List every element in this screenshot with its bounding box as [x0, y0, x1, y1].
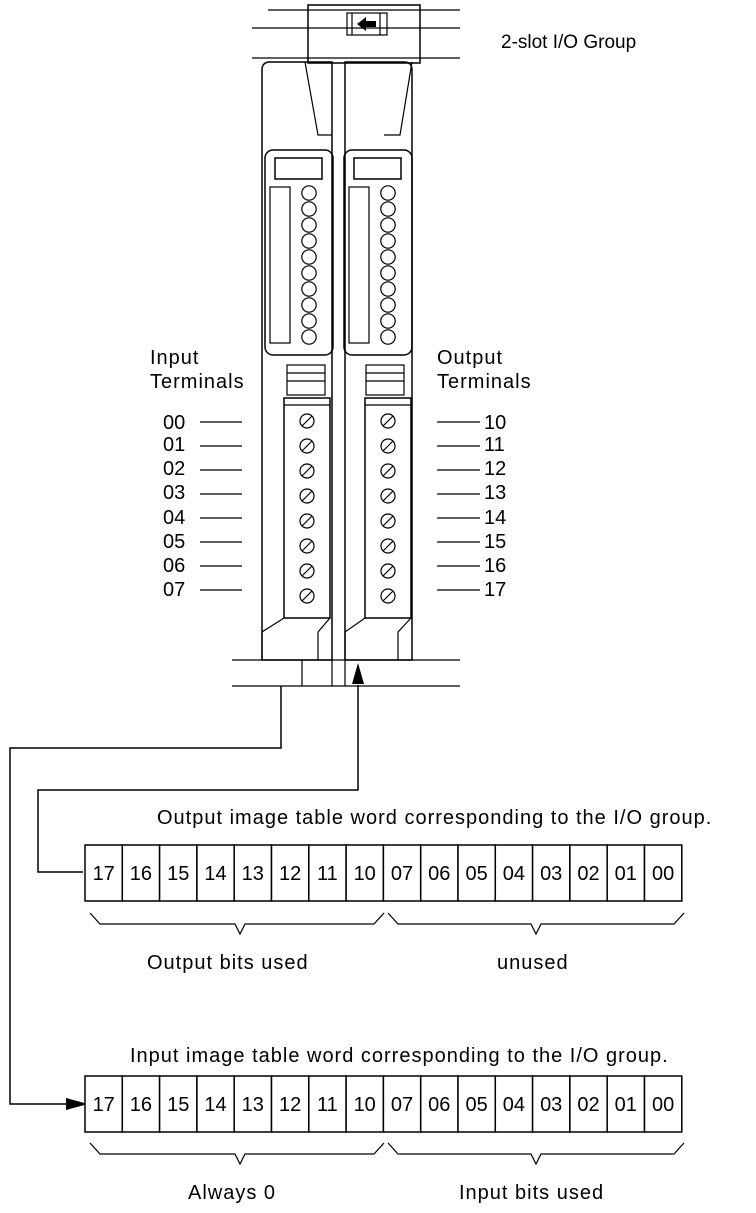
input-bit-label: 05	[465, 1094, 487, 1116]
output-bit-label: 05	[465, 863, 487, 885]
output-bit-cell	[569, 844, 608, 902]
up-arrow-icon	[352, 663, 364, 684]
terminal-screws-left	[299, 413, 315, 604]
output-leader-lines	[437, 421, 480, 591]
chassis-drawing	[232, 4, 460, 687]
input-leader-lines	[200, 421, 242, 591]
input-image-table: 17 16 15 14 13 12 11 10 07 06 05 04 03 02 01 00	[84, 1075, 683, 1133]
input-bit-cell	[531, 1075, 571, 1133]
output-terminal-label: 17	[484, 579, 506, 601]
output-bit-label: 15	[167, 863, 189, 885]
output-terminal-label: 13	[484, 482, 506, 504]
status-led-column-right	[380, 185, 396, 345]
input-table-title: Input image table word corresponding to …	[130, 1045, 669, 1067]
input-terminals-heading-line1: Input	[150, 347, 199, 369]
output-bit-label: 13	[242, 863, 264, 885]
output-terminal-label: 10	[484, 412, 506, 434]
input-bit-label: 06	[428, 1094, 450, 1116]
output-bit-cell	[606, 844, 646, 902]
output-bit-cell	[643, 844, 683, 902]
output-bit-label: 11	[317, 863, 338, 885]
connector-latch-icon	[346, 12, 388, 36]
terminal-screws-right	[380, 413, 396, 604]
input-bit-label: 02	[577, 1094, 599, 1116]
output-terminal-label: 15	[484, 531, 506, 553]
output-bit-label: 01	[615, 863, 637, 885]
input-bit-label: 00	[652, 1094, 674, 1116]
input-terminal-label: 00	[163, 412, 185, 434]
input-terminal-label: 04	[163, 507, 185, 529]
output-bit-label: 03	[540, 863, 562, 885]
input-bit-cell	[270, 1075, 310, 1133]
output-terminal-label: 14	[484, 507, 506, 529]
output-table-title: Output image table word corresponding to…	[157, 807, 712, 829]
output-braces	[89, 912, 685, 936]
output-bit-label: 16	[130, 863, 152, 885]
input-terminal-label: 05	[163, 531, 185, 553]
output-bit-label: 04	[503, 863, 525, 885]
input-braces	[89, 1142, 685, 1166]
input-bit-cell	[382, 1075, 422, 1133]
output-terminal-label: 16	[484, 555, 506, 577]
input-bit-cell	[494, 1075, 534, 1133]
output-bit-cell	[308, 844, 347, 902]
output-terminal-label: 12	[484, 458, 506, 480]
output-bit-label: 10	[354, 863, 376, 885]
input-bit-label: 03	[540, 1094, 562, 1116]
input-bit-cell	[158, 1075, 198, 1133]
input-bit-label: 01	[615, 1094, 637, 1116]
output-bit-cell	[196, 844, 235, 902]
group-label: 2-slot I/O Group	[501, 32, 636, 53]
input-bit-label: 14	[204, 1094, 226, 1116]
output-bit-label: 12	[279, 863, 301, 885]
output-bit-cell	[419, 844, 459, 902]
input-left-brace-label: Always 0	[188, 1182, 276, 1204]
input-terminal-label: 03	[163, 482, 185, 504]
output-bit-label: 00	[652, 863, 674, 885]
input-right-brace-label: Input bits used	[459, 1182, 604, 1204]
output-bit-label: 02	[577, 863, 599, 885]
input-terminal-label: 06	[163, 555, 185, 577]
output-left-brace-label: Output bits used	[147, 952, 309, 974]
output-right-brace-label: unused	[497, 952, 569, 974]
input-bit-label: 12	[279, 1094, 301, 1116]
output-terminal-labels: 10 11 12 13 14 15 16 17	[484, 412, 506, 601]
output-bit-cell	[457, 844, 497, 902]
input-terminal-label: 01	[163, 434, 185, 456]
right-arrow-icon	[66, 1098, 88, 1110]
output-bit-label: 07	[391, 863, 413, 885]
output-connector-line	[37, 663, 364, 873]
output-bit-cell	[270, 844, 310, 902]
input-connector-line	[9, 686, 282, 1110]
output-terminals-heading-line2: Terminals	[437, 371, 532, 393]
input-bit-label: 11	[317, 1094, 338, 1116]
input-bit-label: 13	[242, 1094, 264, 1116]
output-terminal-label: 11	[484, 434, 505, 456]
input-terminal-label: 07	[163, 579, 185, 601]
input-bit-label: 04	[503, 1094, 525, 1116]
output-bit-label: 17	[93, 863, 115, 885]
input-bit-cell	[308, 1075, 347, 1133]
output-bit-cell	[121, 844, 161, 902]
input-terminal-label: 02	[163, 458, 185, 480]
output-bit-label: 06	[428, 863, 450, 885]
output-bit-cell	[233, 844, 273, 902]
input-bit-cell	[233, 1075, 273, 1133]
input-terminals-heading-line2: Terminals	[150, 371, 245, 393]
input-bit-label: 17	[93, 1094, 115, 1116]
input-bit-label: 16	[130, 1094, 152, 1116]
input-bit-label: 07	[391, 1094, 413, 1116]
input-terminal-labels: 00 01 02 03 04 05 06 07	[163, 412, 185, 601]
input-bit-cell	[643, 1075, 683, 1133]
status-led-column-left	[301, 185, 317, 345]
output-bit-cell	[494, 844, 534, 902]
output-terminals-heading-line1: Output	[437, 347, 503, 369]
input-bit-label: 15	[167, 1094, 189, 1116]
output-bit-label: 14	[204, 863, 226, 885]
output-image-table: 17 16 15 14 13 12 11 10 07 06 05 04 03 02 01 00	[84, 844, 683, 902]
input-bit-label: 10	[354, 1094, 376, 1116]
